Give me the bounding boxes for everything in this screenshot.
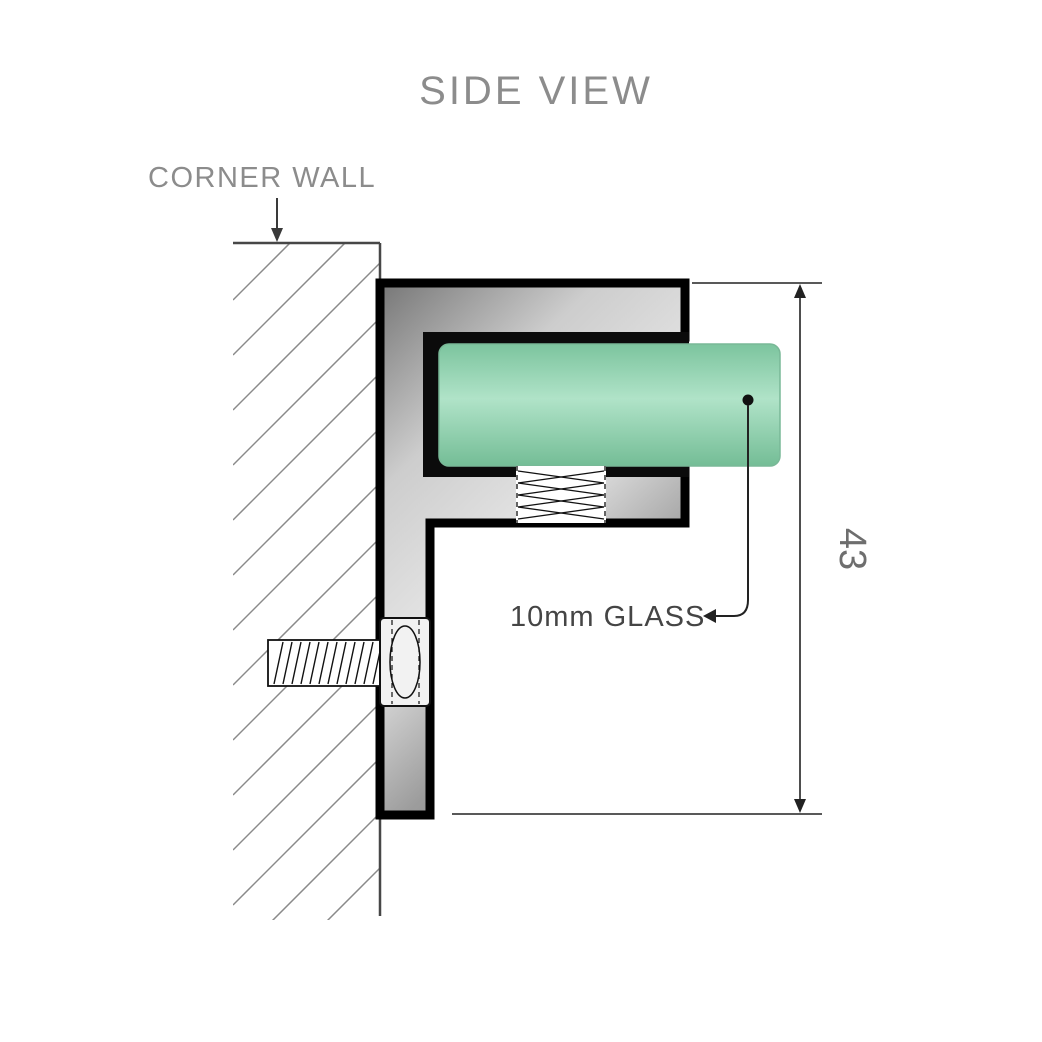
leader-dot xyxy=(742,394,754,406)
grub-screw xyxy=(516,466,606,523)
dimension-value-label: 43 xyxy=(831,528,873,570)
glass-panel xyxy=(438,343,781,467)
screw-threads xyxy=(273,641,383,685)
corner-wall-label: CORNER WALL xyxy=(148,162,376,194)
wall-fixing-screw xyxy=(267,617,431,707)
page-title: SIDE VIEW xyxy=(419,69,653,113)
glass-leader-line xyxy=(703,394,754,623)
dimension-43 xyxy=(452,282,822,815)
leader-arrowhead xyxy=(703,609,716,623)
screw-head xyxy=(379,617,431,707)
wall-hatching xyxy=(233,243,380,920)
corner-wall-arrow xyxy=(271,198,283,242)
dimension-arrow-top xyxy=(794,284,806,298)
glass-note-label: 10mm GLASS xyxy=(510,601,705,633)
dimension-arrow-bottom xyxy=(794,799,806,813)
